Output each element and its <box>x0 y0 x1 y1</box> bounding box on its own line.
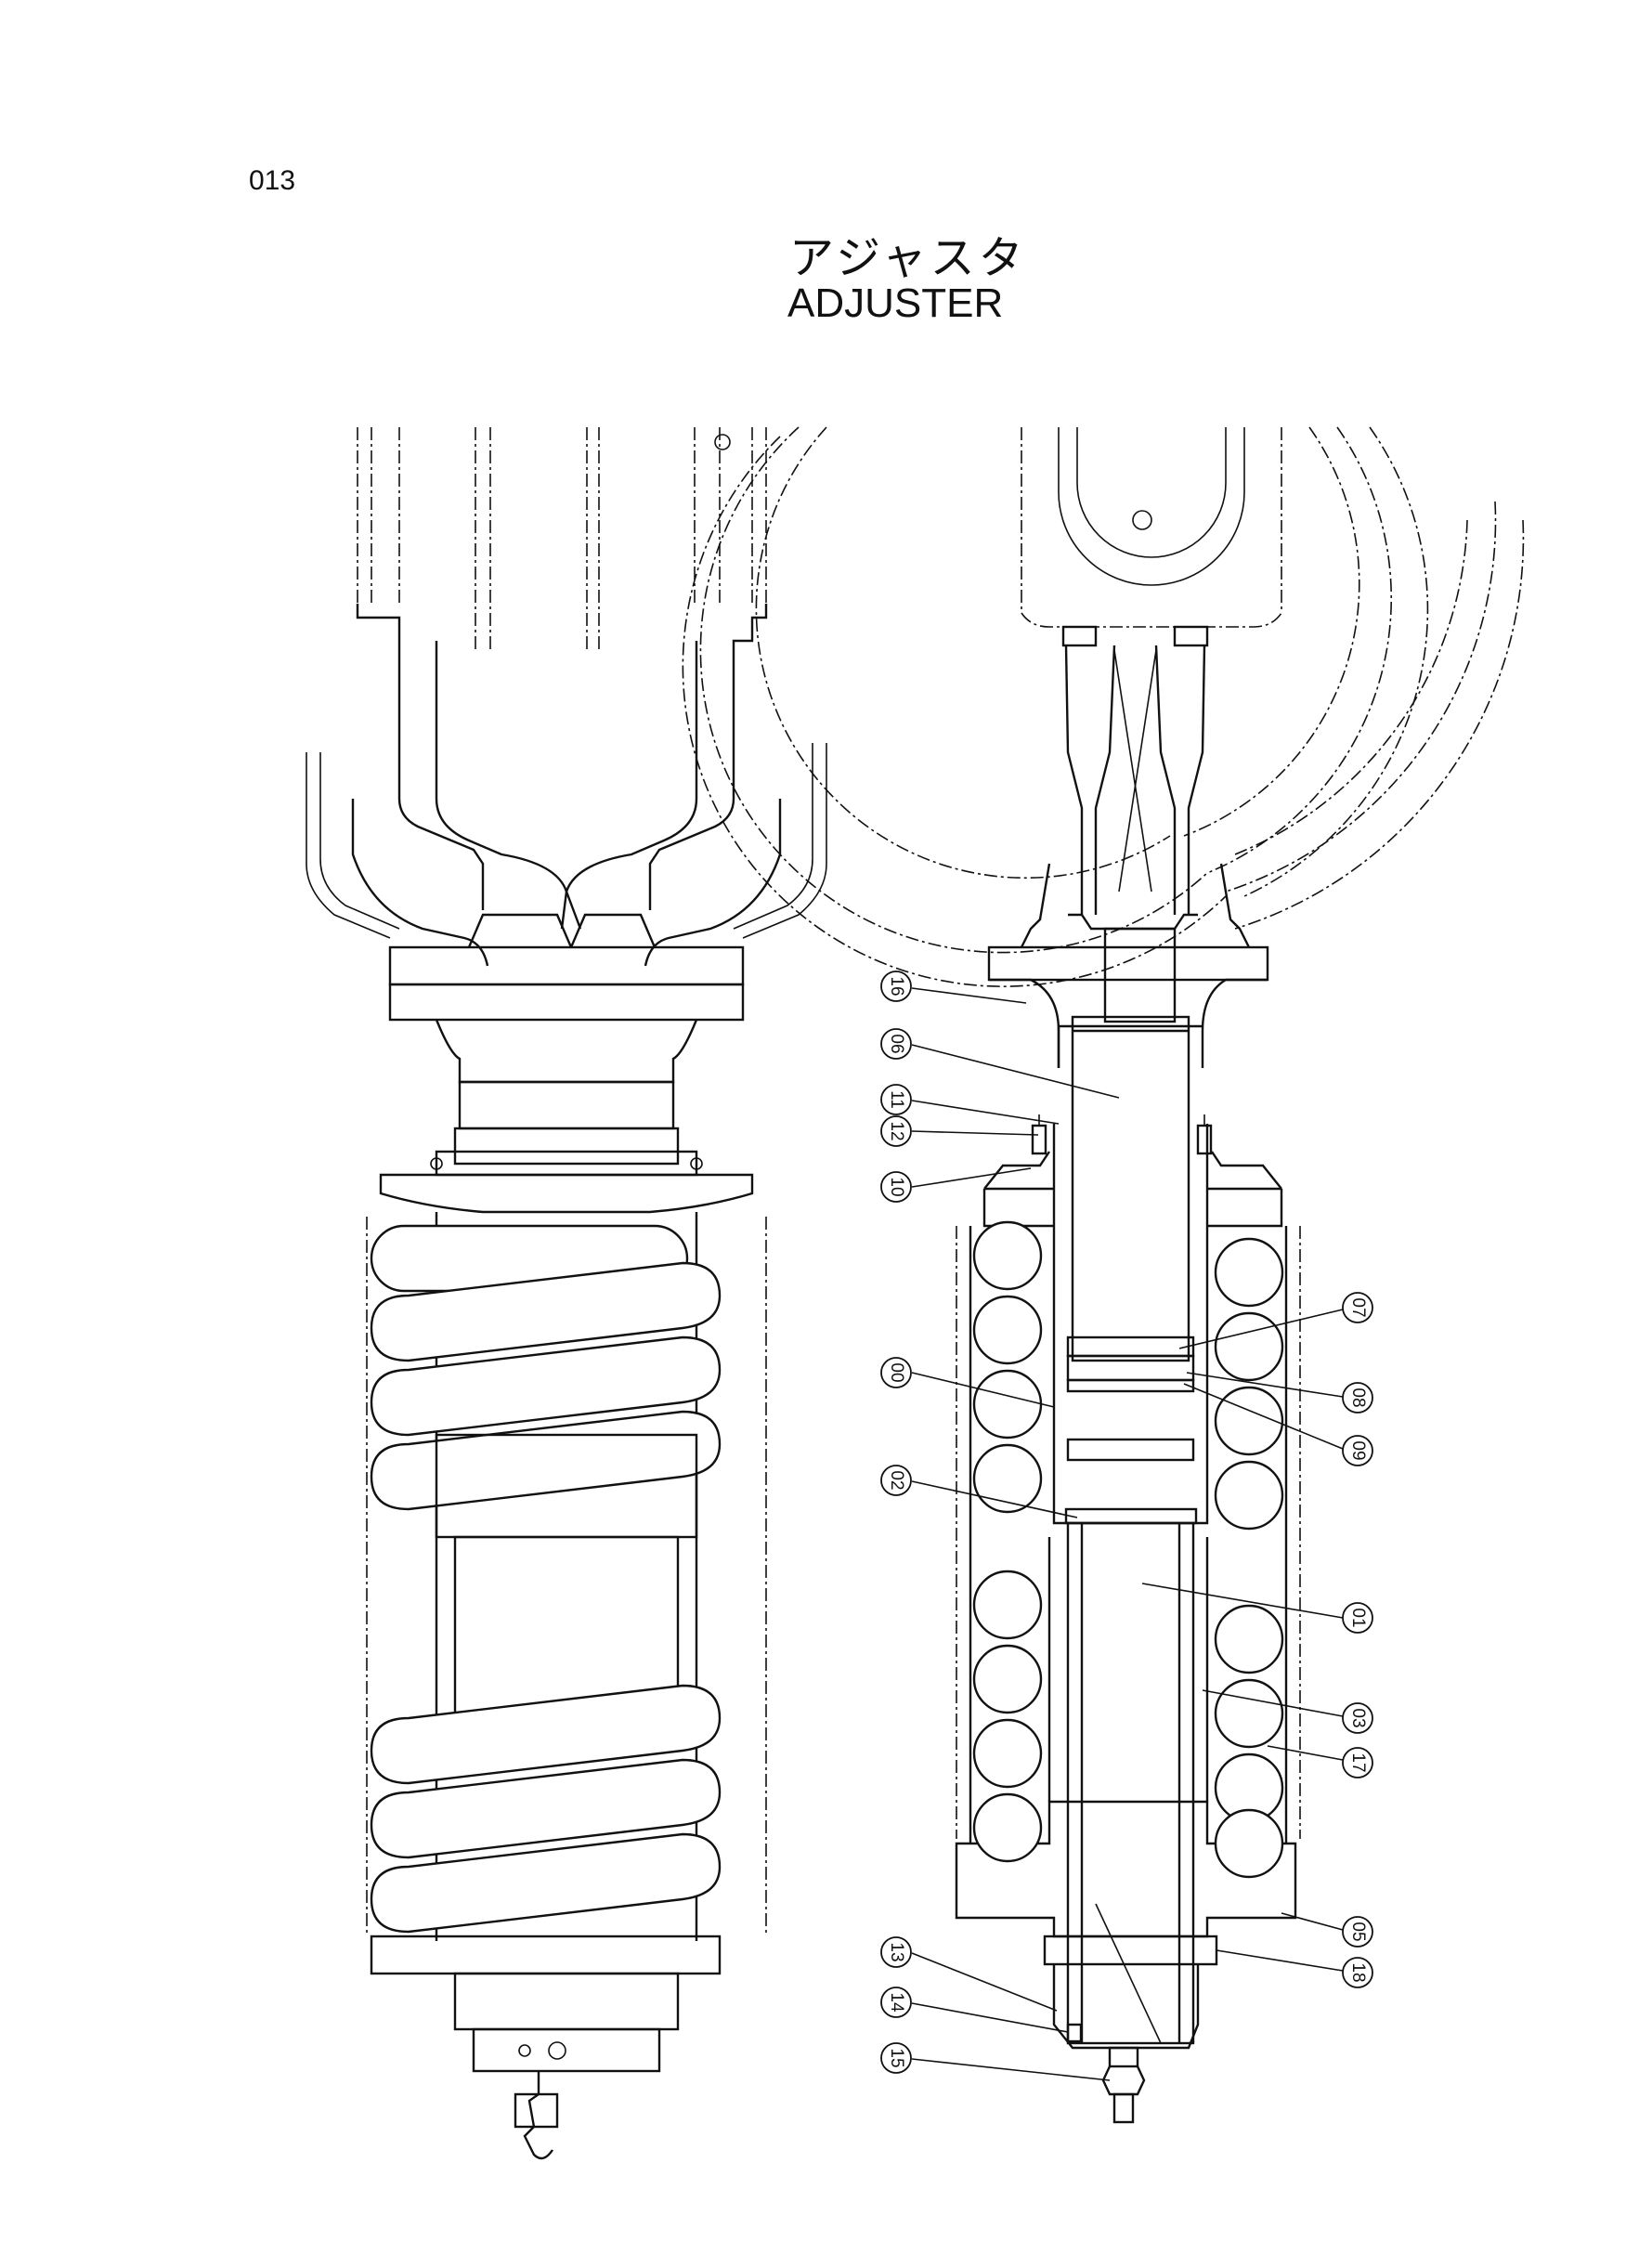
page-number: 013 <box>249 165 296 196</box>
callout-label: 15 <box>887 2048 906 2067</box>
callout-16: 16 <box>880 971 1027 1004</box>
callout-label: 00 <box>887 1362 906 1382</box>
right-yoke <box>987 625 1269 1068</box>
idler-wheel-phantom <box>682 426 1525 988</box>
title-english: ADJUSTER <box>787 280 1004 326</box>
left-exterior-view <box>306 427 827 2160</box>
title-japanese: アジャスタ <box>789 232 1027 284</box>
callout-label: 03 <box>1348 1708 1368 1727</box>
callout-12: 12 <box>880 1115 1039 1147</box>
left-yoke <box>306 604 827 1214</box>
callout-06: 06 <box>880 1028 1120 1099</box>
spring-section <box>956 1220 1301 1879</box>
callout-18: 18 <box>1216 1949 1373 1988</box>
callout-label: 18 <box>1348 1962 1368 1982</box>
callout-15: 15 <box>880 2042 1111 2081</box>
callout-label: 17 <box>1348 1752 1368 1772</box>
callout-label: 02 <box>887 1470 906 1490</box>
callout-17: 17 <box>1267 1745 1373 1778</box>
callout-11: 11 <box>880 1084 1060 1125</box>
callout-label: 07 <box>1348 1297 1368 1317</box>
callout-label: 09 <box>1348 1440 1368 1460</box>
callout-label: 14 <box>887 1992 906 2013</box>
callout-03: 03 <box>1202 1689 1373 1734</box>
callout-14: 14 <box>880 1987 1069 2033</box>
left-idler-frame <box>357 427 767 650</box>
callout-label: 01 <box>1348 1608 1368 1627</box>
callout-label: 16 <box>887 976 906 996</box>
cylinder-assembly <box>955 1015 1297 2124</box>
callout-07: 07 <box>1178 1292 1373 1349</box>
callout-09: 09 <box>1183 1383 1373 1466</box>
callout-05: 05 <box>1281 1912 1373 1948</box>
callout-01: 01 <box>1141 1583 1373 1634</box>
left-spring <box>366 1212 767 2160</box>
callout-label: 11 <box>887 1090 906 1109</box>
callout-label: 12 <box>887 1121 906 1140</box>
callout-08: 08 <box>1186 1372 1373 1414</box>
callout-10: 10 <box>880 1167 1032 1203</box>
callout-label: 13 <box>887 1942 906 1961</box>
callout-label: 05 <box>1348 1922 1368 1941</box>
callout-label: 08 <box>1348 1388 1368 1407</box>
callout-label: 06 <box>887 1034 906 1053</box>
callout-00: 00 <box>880 1357 1055 1408</box>
callout-13: 13 <box>880 1936 1058 2012</box>
right-section-view <box>682 426 1525 2124</box>
callout-label: 10 <box>887 1177 906 1196</box>
callout-02: 02 <box>880 1465 1078 1518</box>
